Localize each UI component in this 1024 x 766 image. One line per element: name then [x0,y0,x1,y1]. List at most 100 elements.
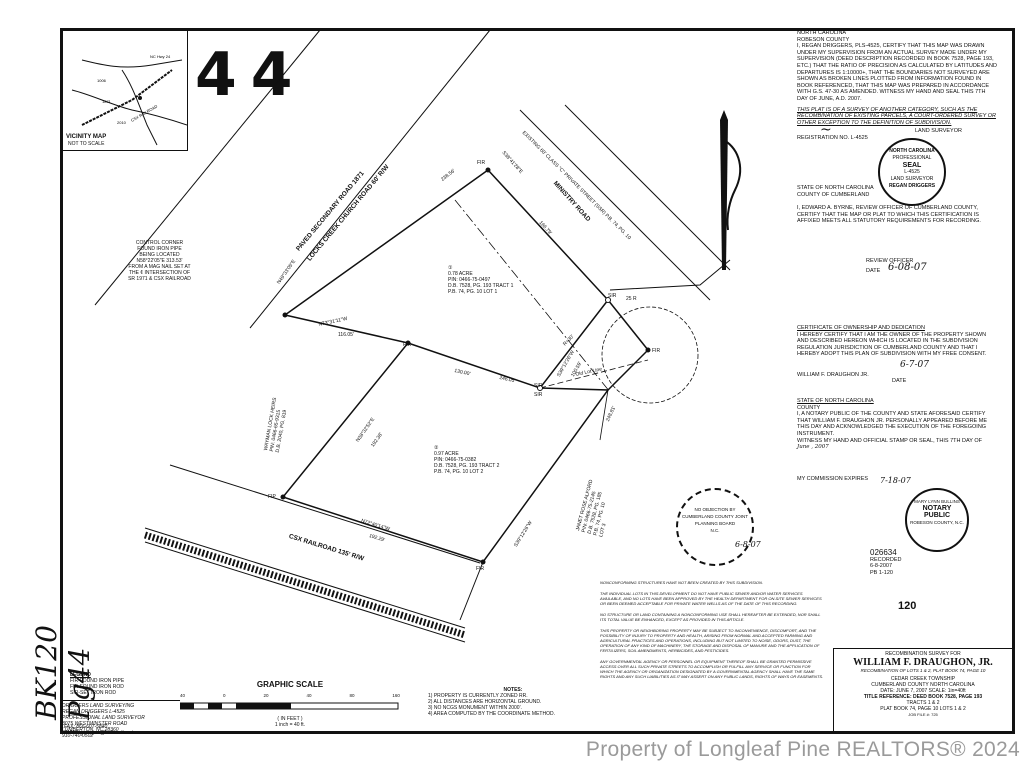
surveyor-line: DRIGGERS LAND SURVEYING [62,703,135,709]
notary-seal-icon: MARY LYNN BULLINS NOTARY PUBLIC ROBESON … [905,488,969,552]
road-row-line-east [249,29,491,329]
svg-text:NC Hwy 24: NC Hwy 24 [150,54,171,59]
railroad-track [143,531,467,639]
restriction-note: THIS PROPERTY OR NEIGHBORING PROPERTY MA… [600,628,820,653]
graphic-scale-title: GRAPHIC SCALE [256,680,324,689]
distance-label: 116.05' [338,332,354,338]
control-corner-line: THE ¢ INTERSECTION OF [128,270,191,276]
surveyor-certificate: NORTH CAROLINA ROBESON COUNTY I, REGAN D… [797,30,997,126]
title-head: RECOMBINATION SURVEY FOR [885,651,961,657]
review-certificate: I, EDWARD A. BYRNE, REVIEW OFFICER OF CU… [797,205,981,225]
cert-line: COUNTY OF CUMBERLAND [797,191,870,198]
title-owner: WILLIAM F. DRAUGHON, JR. [853,657,993,668]
north-arrow-icon [720,110,742,270]
lot-1-line: D.B. 7528, PG. 193 TRACT 1 [448,283,514,289]
legend-title: LEGEND [70,672,91,678]
title-tracts: TRACTS 1 & 2 [906,700,940,706]
note-item: 2) ALL DISTANCES ARE HORIZONTAL GROUND. [428,699,542,705]
cert-line: CERTIFICATE OF OWNERSHIP AND DEDICATION [797,325,925,331]
seal-text: MARY LYNN BULLINS [914,499,960,504]
cul-de-sac-circle [601,306,699,404]
recording-line: 6-8-2007 [870,563,893,570]
seal-text: PUBLIC [923,512,951,519]
recording-line: RECORDED [870,556,902,563]
legend-item: FIR-FOUND IRON PIPE [70,678,125,684]
land-surveyor-label: LAND SURVEYOR [915,128,962,134]
title-job: JOB FILE #: 725 [908,712,938,717]
control-corner-line: SR 1971 & CSX RAILROAD [128,276,191,282]
title-reference: TITLE REFERENCE: DEED BOOK 7528, PAGE 19… [863,694,983,700]
svg-text:2010: 2010 [117,120,127,125]
restrictions-notes: NONCONFORMING STRUCTURES HAVE NOT BEEN C… [600,580,825,679]
drawing-border [60,28,1015,734]
surveyor-line: 3075 WESTMINSTER ROAD [62,721,128,727]
private-street-line-b [564,104,731,271]
lot-2-number: ② [434,445,439,451]
monument-label: FIP [268,494,276,500]
recording-number: 026634 [870,548,897,557]
notes-title: NOTES: [503,687,523,693]
seal-text: PROFESSIONAL [892,155,932,161]
scale-ratio: 1 inch = 40 ft. [274,722,306,728]
notary-date: June , 2007 [797,444,829,451]
seal-text: REGAN DRIGGERS [888,183,936,189]
commission-label: MY COMMISSION EXPIRES [797,476,869,482]
vicinity-map-drawing: NC Hwy 24 1006 1871 2010 CSX RAILROAD [71,54,188,146]
title-sub: RECOMBINATION OF LOTS 1 & 2, PLAT BOOK 7… [860,668,986,673]
cert-text: I HEREBY CERTIFY THAT I AM THE OWNER OF … [797,331,987,358]
lot-1-number: ① [448,265,453,271]
note-item: 4) AREA COMPUTED BY THE COORDINATE METHO… [428,711,555,717]
scale-tick: 20 [263,693,269,698]
legend: LEGEND FIR-FOUND IRON PIPE FIR-FOUND IRO… [70,672,185,696]
lot-2-line: PIN: 0466-75-0382 [434,457,477,463]
scale-tick: 80 [349,693,355,698]
owner-date-label: DATE [892,378,907,384]
vicinity-map: NC Hwy 24 1006 1871 2010 CSX RAILROAD VI… [62,30,188,151]
title-date: DATE: JUNE 7, 2007 SCALE: 1in=40ft [880,688,966,694]
lot-2-line: P.B. 74, PG. 10 LOT 2 [434,469,484,475]
surveyor-seal-icon: NORTH CAROLINA PROFESSIONAL SEAL L-4525 … [878,138,946,206]
planning-board-seal-icon: NO OBJECTION BY CUMBERLAND COUNTY JOINT … [676,488,754,566]
owner-name: WILLIAM F. DRAUGHON JR. [797,372,869,378]
monument-label: FIR [652,348,661,354]
surveyor-contact: FAX: 866-607-5840 EMAIL: psregan@bellsou… [64,724,194,736]
lot-1-line: PIN: 0466-75-0497 [448,277,491,283]
legend-item: SIR-SET IRON ROD [70,690,117,696]
note-item: 1) PROPERTY IS CURRENTLY ZONED RR. [428,693,528,699]
old-lot-line [454,199,611,393]
road-row-line-west [94,29,321,306]
vicinity-map-label: VICINITY MAP [66,134,107,140]
surveyor-line: LUMBERTON, NC 28360 [62,727,119,733]
monument-label: FIR [476,566,485,572]
monument-label: SIR [534,383,543,389]
surveyor-line: PROFESSIONAL LAND SURVEYOR [62,715,145,721]
cert-line: COUNTY [797,404,821,411]
scale-tick: 160 [392,693,400,698]
private-street-line-a [519,109,711,301]
surveyor-email: EMAIL: psregan@bellsouth.net [64,730,134,736]
book-stamp: 120 [898,600,917,612]
control-corner-line: FROM A MAG NAIL SET AT [128,264,191,270]
title-county: CUMBERLAND COUNTY NORTH CAROLINA [871,682,975,688]
seal-text: NORTH CAROLINA [889,148,935,154]
control-corner-line: CONTROL CORNER [135,240,184,246]
seal-text: NO OBJECTION BY [694,507,736,512]
restriction-note: THE INDIVIDUAL LOTS IN THIS DEVELOPMENT … [600,591,822,606]
lot-1-line: P.B. 74, PG. 10 LOT 1 [448,289,498,295]
restriction-note: ANY GOVERNMENTAL AGENCY OR PERSONNEL OR … [600,659,824,679]
commission-expires: 7-18-07 [880,476,911,485]
surveyor-line: 910-740-0502 [62,733,94,739]
surveyor-signature: ~ [820,122,832,138]
seal-text: CUMBERLAND COUNTY JOINT PLANNING BOARD [682,514,748,526]
seal-text: N.C. [710,528,720,533]
surveyor-block: DRIGGERS LAND SURVEYING REGAN DRIGGERS L… [62,700,180,739]
cert-line: ROBESON COUNTY [797,36,850,43]
monument-label: SIR [534,392,543,398]
cert-text: WITNESS MY HAND AND OFFICIAL STAMP OR SE… [797,437,982,444]
control-corner-line: BEING LOCATED [139,252,180,258]
title-plat: PLAT BOOK 74, PAGE 10 LOTS 1 & 2 [880,706,966,712]
legend-item: FIR-FOUND IRON ROD [70,684,124,690]
sheet-number: 44 [195,40,307,110]
